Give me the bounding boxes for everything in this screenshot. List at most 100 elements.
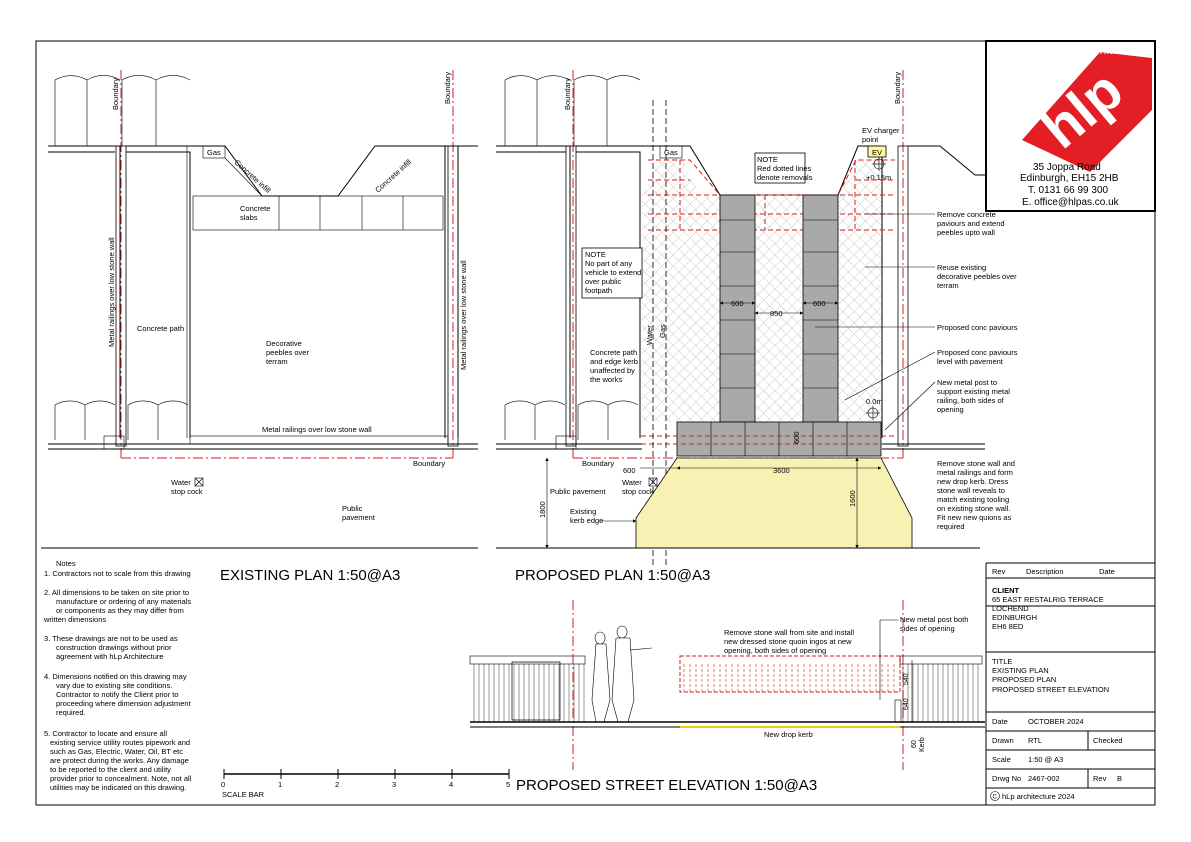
callout6-3: new drop kerb. Dress	[937, 477, 1009, 486]
scale-tick-3: 3	[392, 780, 396, 789]
notes-block: Notes 1. Contractors not to scale from t…	[43, 559, 192, 792]
existing-rail-label-left: Metal railings over low stone wall	[107, 237, 116, 347]
prop-water-2: stop cock	[622, 487, 654, 496]
existing-boundary-label-bottom: Boundary	[413, 459, 445, 468]
scale-tick-5: 5	[506, 780, 510, 789]
note4-line4: proceeding where dimension adjustment	[56, 699, 192, 708]
existing-public-2: pavement	[342, 513, 376, 522]
note5-line7: utilities may be indicated on this drawi…	[50, 783, 186, 792]
callout5-3: railing, both sides of	[937, 396, 1005, 405]
existing-infill-left: Concrete infill	[233, 158, 273, 195]
callout3-1: Proposed conc paviours	[937, 323, 1018, 332]
callout2-3: terram	[937, 281, 959, 290]
note-red-3: denote removals	[757, 173, 813, 182]
scale-tick-1: 1	[278, 780, 282, 789]
dim-3600: 3600	[773, 466, 790, 475]
client-line3: EDINBURGH	[992, 613, 1037, 622]
dim-600-left: 600	[731, 299, 744, 308]
note3-line3: agreement with hLp Architecture	[56, 652, 164, 661]
callout1-3: peebles upto wall	[937, 228, 995, 237]
existing-slabs-1: Concrete	[240, 204, 270, 213]
existing-rail-label-bottom: Metal railings over low stone wall	[262, 425, 372, 434]
existing-peebles-2: peebles over	[266, 348, 309, 357]
elev-post-1: New metal post both	[900, 615, 968, 624]
drawn-value: RTL	[1028, 736, 1042, 745]
drwg-value: 2467-002	[1028, 774, 1060, 783]
dim-640: 640	[903, 698, 910, 710]
note-red-2: Red dotted lines	[757, 164, 811, 173]
callout6-4: stone wall reveals to	[937, 486, 1005, 495]
existing-peebles-3: terram	[266, 357, 288, 366]
proposed-boundary-bottom: Boundary	[582, 459, 614, 468]
email: E. office@hlpas.co.uk	[1022, 197, 1120, 208]
note4-line5: required.	[56, 708, 86, 717]
scale-tick-4: 4	[449, 780, 453, 789]
callout2-1: Reuse existing	[937, 263, 986, 272]
callout6-1: Remove stone wall and	[937, 459, 1015, 468]
existing-boundary-label-left: Boundary	[111, 78, 120, 110]
elev-note-1: Remove stone wall from site and install	[724, 628, 854, 637]
prop-path-4: the works	[590, 375, 622, 384]
existing-water-1: Water	[171, 478, 191, 487]
proposed-callouts: Remove concrete paviours and extend peeb…	[815, 210, 1018, 531]
title-block: architecture hlp 35 Joppa Road Edinburgh…	[985, 40, 1156, 805]
existing-slabs-2: slabs	[240, 213, 258, 222]
water-line-label: Water	[645, 325, 654, 345]
dim-600-bottom: 600	[623, 466, 636, 475]
new-drop-kerb: New drop kerb	[764, 730, 813, 739]
existing-public-1: Public	[342, 504, 363, 513]
prop-path-2: and edge kerb	[590, 357, 638, 366]
note-vehicle-2: No part of any	[585, 259, 632, 268]
callout4-1: Proposed conc paviours	[937, 348, 1018, 357]
note-vehicle-4: over public	[585, 277, 622, 286]
copyright: hLp architecture 2024	[1002, 792, 1075, 801]
client-line4: EH6 8ED	[992, 622, 1024, 631]
note2-line3: or components as they may differ from	[56, 606, 184, 615]
note4-line2: vary due to existing site conditions.	[56, 681, 172, 690]
note5-line3: such as Gas, Electric, Water, Oil, BT et…	[50, 747, 183, 756]
address-line2: Edinburgh, EH15 2HB	[1020, 173, 1119, 184]
callout1-2: paviours and extend	[937, 219, 1005, 228]
drawn-label: Drawn	[992, 736, 1014, 745]
elev-post-2: sides of opening	[900, 624, 955, 633]
elev-note-2: new dressed stone quoin ingos at new	[724, 637, 852, 646]
callout4-2: level with pavement	[937, 357, 1004, 366]
rev-label: Rev	[1093, 774, 1107, 783]
note-vehicle-3: vehicle to extend	[585, 268, 641, 277]
scale-tick-2: 2	[335, 780, 339, 789]
dim-600-right: 600	[813, 299, 826, 308]
phone: T. 0131 66 99 300	[1028, 185, 1109, 196]
scale-label: Scale	[992, 755, 1011, 764]
level-mid: 0.0m	[866, 397, 883, 406]
note5-line1: 5. Contractor to locate and ensure all	[44, 729, 167, 738]
dim-60: 60	[911, 740, 918, 748]
existing-gas-label: Gas	[207, 148, 221, 157]
dim-1600: 1600	[848, 490, 857, 507]
callout1-1: Remove concrete	[937, 210, 996, 219]
callout5-1: New metal post to	[937, 378, 997, 387]
ev-charger-2: point	[862, 135, 879, 144]
title-label: TITLE	[992, 657, 1012, 666]
title-existing-plan: EXISTING PLAN 1:50@A3	[220, 567, 400, 584]
paviour-strips	[676, 194, 882, 457]
description-header: Description	[1026, 567, 1064, 576]
title-line2: PROPOSED PLAN	[992, 675, 1056, 684]
callout6-6: on existing stone wall.	[937, 504, 1010, 513]
note5-line6: provider prior to concealment. Note, not…	[50, 774, 192, 783]
client-label: CLIENT	[992, 586, 1020, 595]
callout6-8: required	[937, 522, 965, 531]
checked-label: Checked	[1093, 736, 1123, 745]
callout6-2: metal railings and form	[937, 468, 1013, 477]
callout2-2: decorative peebles over	[937, 272, 1017, 281]
existing-kerb-1: Existing	[570, 507, 596, 516]
existing-water-2: stop cock	[171, 487, 203, 496]
copyright-icon	[990, 791, 1000, 801]
rev-header: Rev	[992, 567, 1006, 576]
client-line1: 65 EAST RESTALRIG TERRACE	[992, 595, 1104, 604]
client-line2: LOCHEND	[992, 604, 1029, 613]
prop-path-1: Concrete path	[590, 348, 637, 357]
prop-public-pavement: Public pavement	[550, 487, 606, 496]
callout5-2: support existing metal	[937, 387, 1010, 396]
existing-plan: Boundary Boundary Gas Concrete infill Co…	[41, 70, 478, 549]
